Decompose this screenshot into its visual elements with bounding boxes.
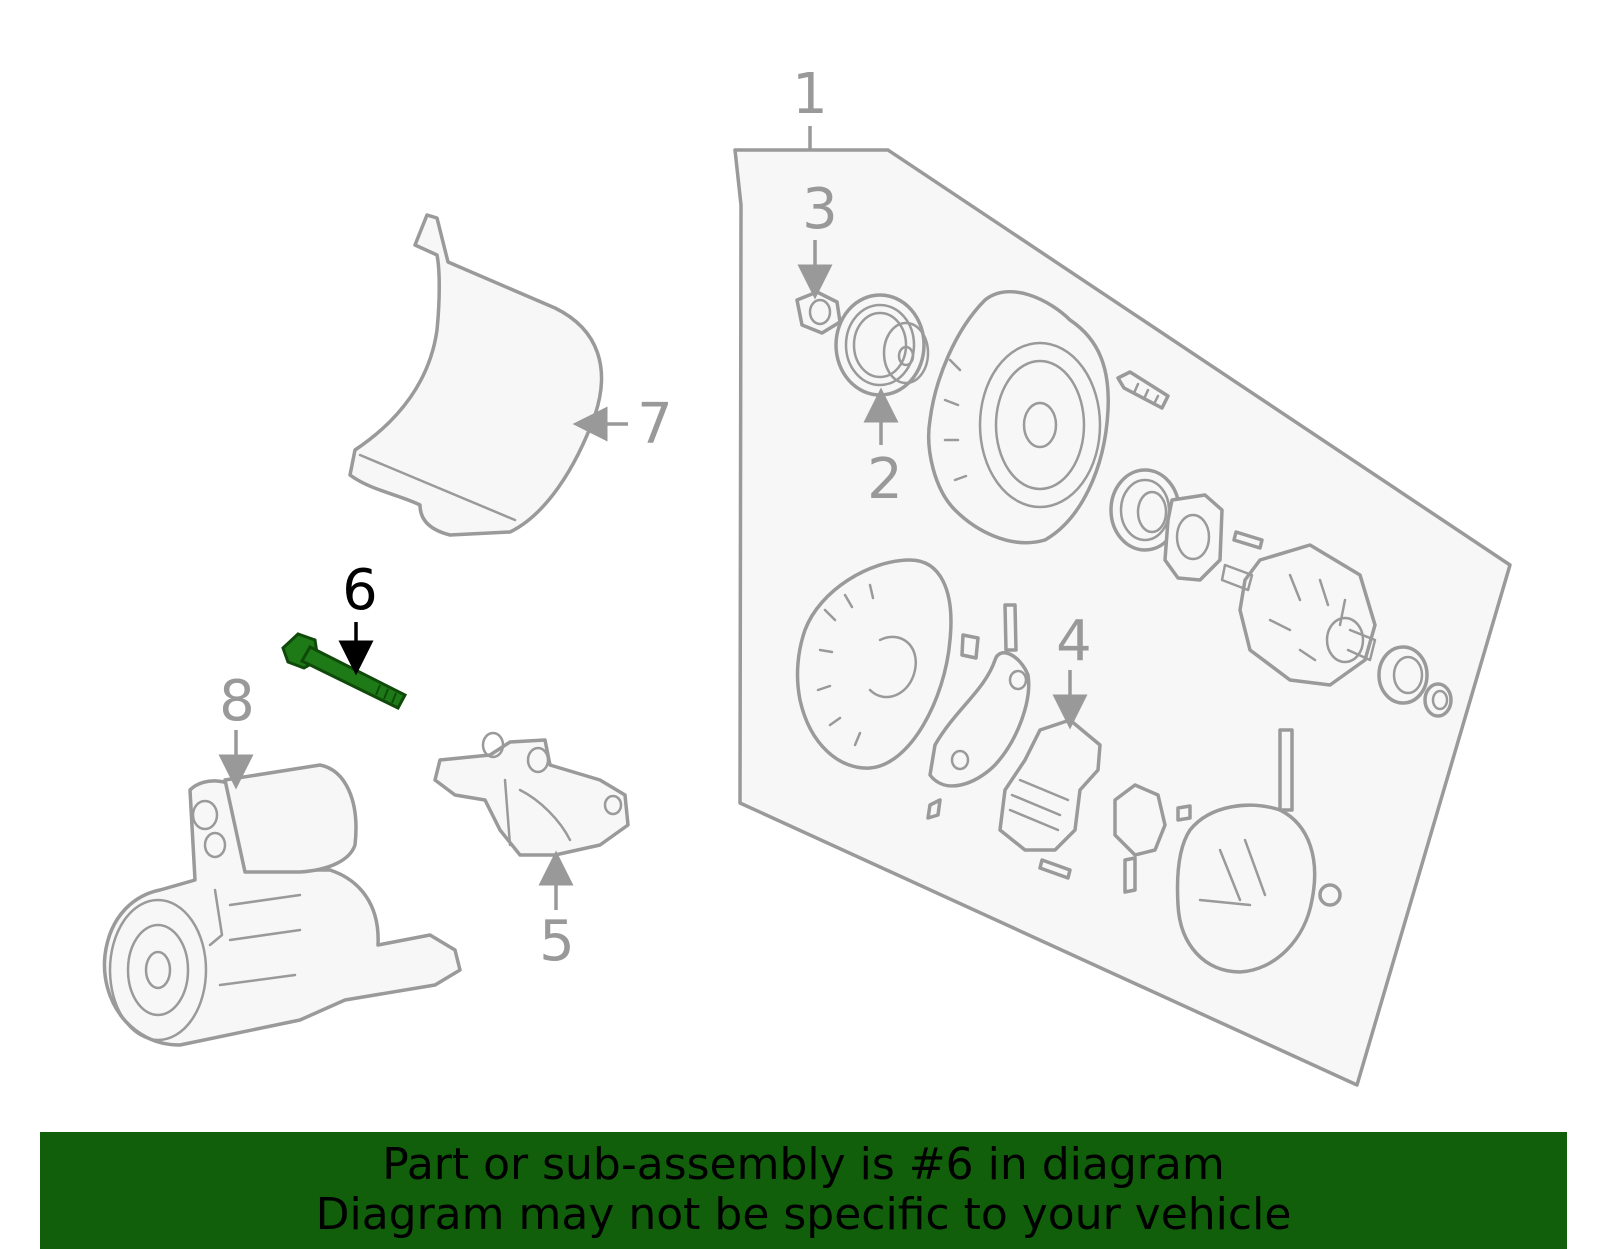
terminal-bolt-part xyxy=(1116,370,1170,410)
brush-assembly-part xyxy=(1113,783,1192,894)
drive-end-frame-part xyxy=(927,290,1110,545)
banner-line-2: Diagram may not be specific to your vehi… xyxy=(315,1189,1292,1240)
bolt-part-highlighted xyxy=(281,632,408,710)
callout-1: 1 xyxy=(792,62,828,127)
callout-2: 2 xyxy=(867,447,903,512)
callout-5: 5 xyxy=(539,909,575,974)
callout-4: 4 xyxy=(1056,609,1092,674)
rotor-part xyxy=(1220,543,1377,687)
bracket-part xyxy=(433,731,630,857)
callout-6: 6 xyxy=(342,558,378,623)
callout-7: 7 xyxy=(637,392,673,457)
rear-bearing-part xyxy=(1377,645,1453,718)
callout-8: 8 xyxy=(219,669,255,734)
info-banner: Part or sub-assembly is #6 in diagram Di… xyxy=(40,1132,1567,1249)
screw-part xyxy=(1232,530,1264,550)
banner-line-1: Part or sub-assembly is #6 in diagram xyxy=(382,1139,1225,1190)
starter-motor-part xyxy=(102,763,462,1047)
retainer-plate-part xyxy=(1163,493,1224,582)
callout-3: 3 xyxy=(802,177,838,242)
stator-part xyxy=(795,558,953,770)
rear-cover-part xyxy=(1175,728,1342,974)
regulator-part xyxy=(998,718,1102,880)
rectifier-part xyxy=(926,603,1031,820)
drive-belt-part xyxy=(348,213,604,537)
alternator-assembly-panel xyxy=(733,126,1512,1087)
